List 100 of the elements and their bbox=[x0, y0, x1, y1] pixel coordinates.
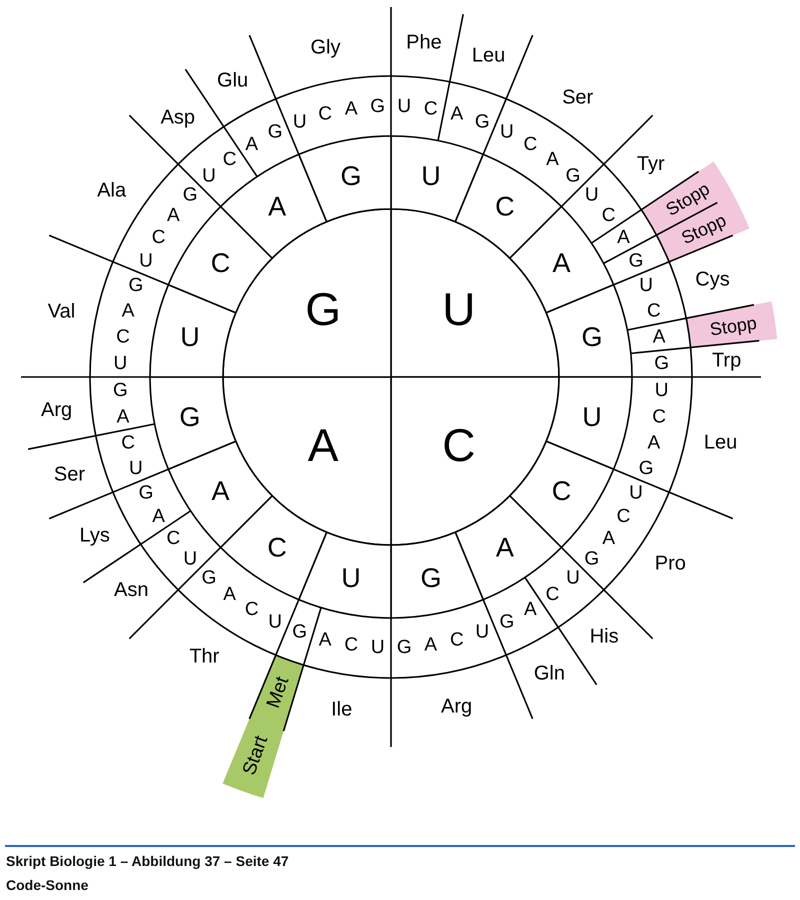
base-letter: C bbox=[652, 406, 666, 428]
amino-acid-label: Gly bbox=[310, 36, 340, 58]
base-letter: G bbox=[628, 250, 644, 272]
amino-acid-label: Arg bbox=[41, 398, 72, 421]
base-letter: G bbox=[582, 322, 603, 352]
base-letter: A bbox=[524, 598, 537, 620]
base-letter: C bbox=[318, 104, 332, 125]
base-letter: C bbox=[267, 532, 287, 562]
base-letter: A bbox=[496, 532, 514, 562]
base-letter: A bbox=[122, 300, 134, 322]
base-letter: C bbox=[616, 506, 630, 527]
base-letter: G bbox=[474, 111, 490, 132]
base-letter: C bbox=[552, 476, 572, 506]
base-letter: U bbox=[370, 637, 385, 658]
base-letter: U bbox=[421, 160, 441, 191]
base-letter: G bbox=[112, 380, 128, 401]
base-letter: G bbox=[305, 283, 341, 336]
base-letter: U bbox=[500, 122, 514, 143]
amino-acid-label: Ser bbox=[54, 464, 86, 486]
base-letter: G bbox=[128, 275, 144, 296]
base-letter: U bbox=[268, 611, 282, 632]
base-letter: C bbox=[121, 432, 135, 454]
base-letter: G bbox=[420, 563, 442, 594]
amino-acid-label: Tyr bbox=[636, 152, 665, 175]
source-note: Skript Biologie 1 – Abbildung 37 – Seite 47 bbox=[6, 853, 289, 869]
amino-acid-label: Val bbox=[48, 300, 76, 322]
base-letter: U bbox=[113, 353, 128, 374]
amino-acid-label: Leu bbox=[472, 44, 506, 66]
base-letter: U bbox=[475, 622, 490, 643]
base-letter: C bbox=[210, 248, 230, 278]
base-letter: C bbox=[116, 326, 130, 348]
base-letter: A bbox=[552, 248, 570, 278]
base-letter: C bbox=[546, 584, 560, 606]
base-letter: U bbox=[566, 567, 580, 588]
base-letter: G bbox=[138, 482, 154, 504]
base-letter: A bbox=[223, 584, 236, 606]
amino-acid-label: Ala bbox=[97, 179, 126, 202]
base-letter: G bbox=[638, 458, 654, 479]
base-letter: U bbox=[629, 482, 643, 504]
base-letter: A bbox=[212, 476, 230, 506]
base-letter: A bbox=[424, 634, 438, 656]
base-letter: G bbox=[202, 567, 216, 588]
base-letter: U bbox=[584, 184, 599, 206]
amino-acid-label: Cys bbox=[695, 268, 730, 290]
base-letter: U bbox=[582, 402, 602, 432]
base-letter: U bbox=[639, 275, 654, 296]
amino-acid-label: Phe bbox=[406, 32, 442, 54]
base-letter: G bbox=[499, 611, 514, 632]
base-letter: A bbox=[450, 104, 464, 125]
amino-acid-label: Lys bbox=[79, 524, 110, 546]
base-letter: C bbox=[152, 227, 166, 248]
amino-acid-label: Trp bbox=[712, 350, 742, 372]
base-letter: A bbox=[648, 432, 660, 454]
base-letter: A bbox=[602, 528, 616, 549]
amino-acid-label: His bbox=[590, 626, 619, 648]
base-letter: G bbox=[268, 122, 283, 143]
amino-acid-label: Leu bbox=[704, 432, 738, 454]
base-letter: A bbox=[617, 227, 630, 248]
base-letter: A bbox=[116, 406, 130, 428]
base-letter: C bbox=[602, 205, 616, 226]
base-letter: A bbox=[546, 148, 559, 170]
base-letter: U bbox=[341, 563, 361, 594]
amino-acid-label: Gln bbox=[534, 662, 565, 684]
band-label: Start bbox=[238, 733, 272, 778]
band-label: Met bbox=[262, 674, 294, 711]
band-label: Stopp bbox=[708, 312, 758, 340]
base-letter: U bbox=[139, 250, 153, 272]
base-letter: C bbox=[442, 418, 476, 471]
amino-acid-label: Glu bbox=[217, 70, 248, 92]
base-letter: G bbox=[292, 622, 308, 643]
amino-acid-label: Thr bbox=[189, 645, 220, 668]
base-letter: G bbox=[340, 160, 362, 191]
base-letter: G bbox=[179, 402, 200, 432]
base-letter: G bbox=[370, 96, 386, 117]
base-letter: G bbox=[182, 184, 198, 206]
amino-acid-label: Pro bbox=[654, 552, 686, 575]
base-letter: C bbox=[424, 98, 438, 120]
base-letter: A bbox=[166, 205, 180, 226]
base-letter: C bbox=[344, 634, 358, 656]
amino-acid-label: Ser bbox=[562, 86, 594, 109]
amino-acid-label: Asp bbox=[160, 106, 196, 128]
base-letter: G bbox=[396, 637, 412, 658]
base-letter: U bbox=[128, 458, 143, 479]
base-letter: U bbox=[292, 111, 307, 132]
base-letter: A bbox=[268, 192, 286, 222]
base-letter: A bbox=[344, 98, 358, 120]
base-letter: A bbox=[318, 629, 332, 650]
base-letter: A bbox=[652, 326, 666, 348]
base-letter: A bbox=[152, 506, 165, 527]
amino-acid-label: Asn bbox=[114, 579, 148, 602]
base-letter: A bbox=[308, 418, 338, 471]
base-letter: C bbox=[450, 629, 464, 650]
base-letter: C bbox=[647, 300, 661, 322]
base-letter: U bbox=[654, 380, 669, 401]
base-letter: U bbox=[202, 166, 216, 187]
amino-acid-label: Ile bbox=[331, 698, 352, 720]
caption: Code-Sonne bbox=[6, 877, 88, 893]
base-letter: C bbox=[244, 598, 259, 620]
base-letter: U bbox=[180, 322, 200, 352]
base-letter: U bbox=[442, 283, 476, 336]
